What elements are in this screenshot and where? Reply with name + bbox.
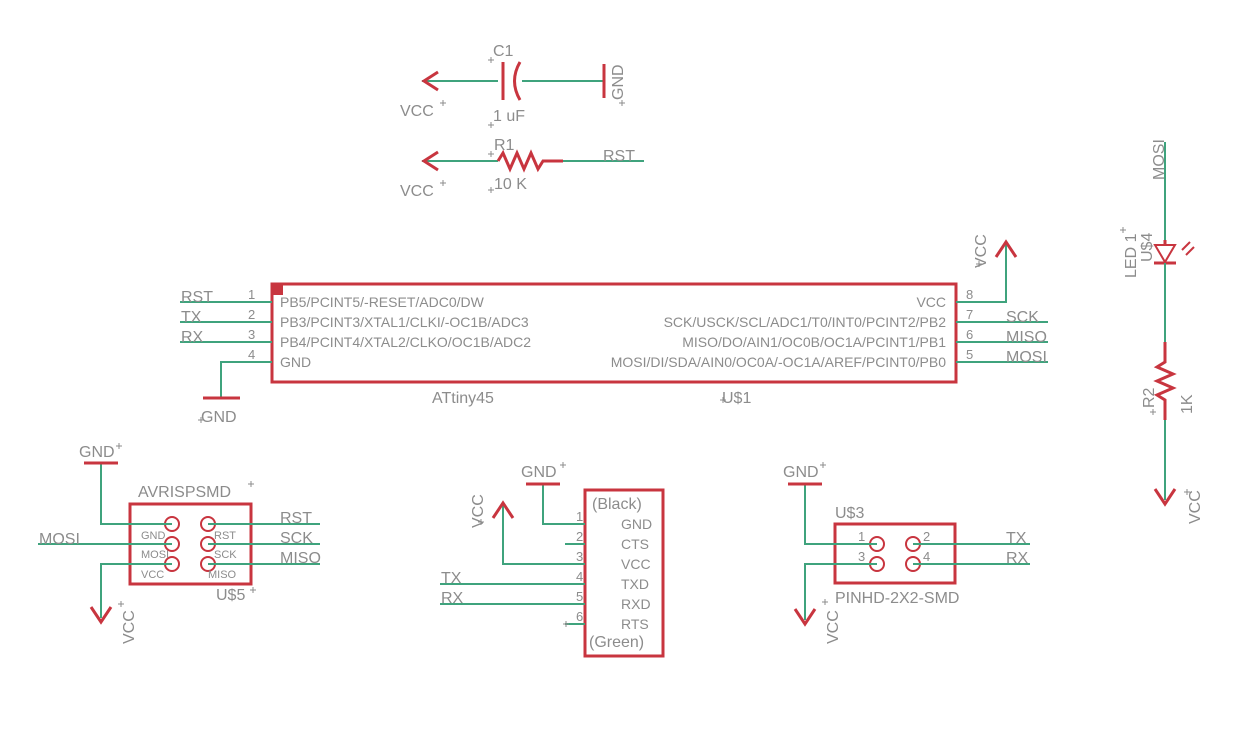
u1-pin4-num: 4 bbox=[248, 347, 255, 362]
ftdi-pin4-num: 4 bbox=[576, 569, 583, 584]
hdr-net-rx: RX bbox=[1006, 550, 1029, 567]
u1-pin2-num: 2 bbox=[248, 307, 255, 322]
c1-value-label: 1 uF bbox=[493, 108, 525, 125]
r1-vcc-label: VCC bbox=[400, 183, 434, 200]
u1-net-vcc: VCC bbox=[973, 234, 990, 268]
r2-name-label: R2 bbox=[1141, 387, 1158, 408]
avrisp-header[interactable]: GND RST MOSI SCK VCC MISO GND VCC AVRISP… bbox=[38, 444, 321, 644]
isp-pin-sck: SCK bbox=[214, 549, 237, 561]
ftdi-pin4-name: TXD bbox=[621, 576, 649, 592]
isp-pin-rst: RST bbox=[214, 530, 236, 542]
u1-net-sck: SCK bbox=[1006, 309, 1039, 326]
capacitor-c1[interactable]: C1 1 uF VCC GND bbox=[400, 43, 627, 125]
isp-name-label: U$5 bbox=[216, 587, 245, 604]
u1-pin2-name: PB3/PCINT3/XTAL1/CLKI/-OC1B/ADC3 bbox=[280, 314, 529, 330]
ftdi-pin6-name: RTS bbox=[621, 616, 649, 632]
isp-pin-gnd: GND bbox=[141, 530, 166, 542]
isp-gnd-net: GND bbox=[79, 444, 115, 461]
ftdi-pin5-name: RXD bbox=[621, 596, 651, 612]
isp-pin-miso: MISO bbox=[208, 569, 237, 581]
origin-markers bbox=[116, 57, 1190, 627]
u1-pin5-num: 5 bbox=[966, 347, 973, 362]
ftdi-pin6-num: 6 bbox=[576, 609, 583, 624]
hdr-pin4-num: 4 bbox=[923, 549, 930, 564]
hdr-part-label: PINHD-2X2-SMD bbox=[835, 590, 959, 607]
ftdi-bottom-label: (Green) bbox=[589, 634, 644, 651]
u1-pin1-name: PB5/PCINT5/-RESET/ADC0/DW bbox=[280, 294, 485, 310]
r1-name-label: R1 bbox=[494, 137, 515, 154]
hdr-vcc-net: VCC bbox=[825, 610, 842, 644]
isp-vcc-net: VCC bbox=[121, 610, 138, 644]
hdr-pin3-num: 3 bbox=[858, 549, 865, 564]
hdr-gnd-net: GND bbox=[783, 464, 819, 481]
u1-net-miso: MISO bbox=[1006, 329, 1047, 346]
led-name-label: LED 1 bbox=[1123, 233, 1140, 278]
isp-part-label: AVRISPSMD bbox=[138, 484, 231, 501]
ftdi-pin2-num: 2 bbox=[576, 529, 583, 544]
u1-pin8-name: VCC bbox=[916, 294, 946, 310]
attiny45-chip[interactable]: 1 2 3 4 PB5/PCINT5/-RESET/ADC0/DW PB3/PC… bbox=[180, 234, 1048, 426]
u1-pin6-name: MISO/DO/AIN1/OC0B/OC1A/PCINT1/PB1 bbox=[682, 334, 946, 350]
u1-net-rx: RX bbox=[181, 329, 204, 346]
u1-pin4-name: GND bbox=[280, 354, 311, 370]
pinhd-2x2-header[interactable]: 1 2 3 4 GND VCC U$3 PINHD-2X2-SMD TX RX bbox=[783, 464, 1030, 644]
c1-gnd-label: GND bbox=[610, 64, 627, 100]
c1-vcc-label: VCC bbox=[400, 103, 434, 120]
u1-part-label: ATtiny45 bbox=[432, 390, 494, 407]
r2-value-label: 1K bbox=[1179, 394, 1196, 414]
isp-pin-mosi: MOSI bbox=[141, 549, 169, 561]
r1-rst-label: RST bbox=[603, 148, 635, 165]
u1-pin3-name: PB4/PCINT4/XTAL2/CLKO/OC1B/ADC2 bbox=[280, 334, 531, 350]
r2-vcc-label: VCC bbox=[1187, 490, 1204, 524]
u1-pin3-num: 3 bbox=[248, 327, 255, 342]
u1-pin6-num: 6 bbox=[966, 327, 973, 342]
ftdi-vcc-net: VCC bbox=[470, 494, 487, 528]
ftdi-gnd-net: GND bbox=[521, 464, 557, 481]
resistor-r1[interactable]: R1 10 K VCC RST bbox=[400, 137, 644, 200]
isp-net-sck: SCK bbox=[280, 530, 313, 547]
hdr-pin2-num: 2 bbox=[923, 529, 930, 544]
led-r2-branch[interactable]: MOSI LED 1 U$4 R2 1K VCC bbox=[1123, 139, 1204, 524]
isp-left-net: MOSI bbox=[39, 531, 80, 548]
u1-pin5-name: MOSI/DI/SDA/AIN0/OC0A/-OC1A/AREF/PCINT0/… bbox=[611, 354, 947, 370]
led-ref-label: U$4 bbox=[1139, 233, 1156, 262]
isp-net-rst: RST bbox=[280, 510, 312, 527]
ftdi-pin1-num: 1 bbox=[576, 509, 583, 524]
u1-pin7-name: SCK/USCK/SCL/ADC1/T0/INT0/PCINT2/PB2 bbox=[664, 314, 947, 330]
u1-pin1-num: 1 bbox=[248, 287, 255, 302]
u1-net-gnd: GND bbox=[201, 409, 237, 426]
ftdi-pin1-name: GND bbox=[621, 516, 652, 532]
u1-pin8-num: 8 bbox=[966, 287, 973, 302]
ftdi-pin3-num: 3 bbox=[576, 549, 583, 564]
u1-net-mosi: MOSI bbox=[1006, 349, 1047, 366]
r1-value-label: 10 K bbox=[494, 176, 527, 193]
isp-net-miso: MISO bbox=[280, 550, 321, 567]
u1-pin7-num: 7 bbox=[966, 307, 973, 322]
hdr-pin1-num: 1 bbox=[858, 529, 865, 544]
ftdi-header[interactable]: (Black) (Green) 1 2 3 4 5 6 GND CTS VCC … bbox=[440, 464, 665, 658]
isp-pin-vcc: VCC bbox=[141, 569, 164, 581]
ftdi-net-tx: TX bbox=[441, 570, 462, 587]
ftdi-pin3-name: VCC bbox=[621, 556, 651, 572]
u1-name-label: U$1 bbox=[722, 390, 751, 407]
ftdi-pin2-name: CTS bbox=[621, 536, 649, 552]
hdr-net-tx: TX bbox=[1006, 530, 1027, 547]
hdr-name-label: U$3 bbox=[835, 505, 864, 522]
ftdi-pin5-num: 5 bbox=[576, 589, 583, 604]
ftdi-net-rx: RX bbox=[441, 590, 464, 607]
ftdi-top-label: (Black) bbox=[592, 496, 642, 513]
vcc-arrow-symbol bbox=[421, 70, 439, 92]
u1-net-rst: RST bbox=[181, 289, 213, 306]
u1-net-tx: TX bbox=[181, 309, 202, 326]
led-top-net-label: MOSI bbox=[1151, 139, 1168, 180]
c1-name-label: C1 bbox=[493, 43, 514, 60]
